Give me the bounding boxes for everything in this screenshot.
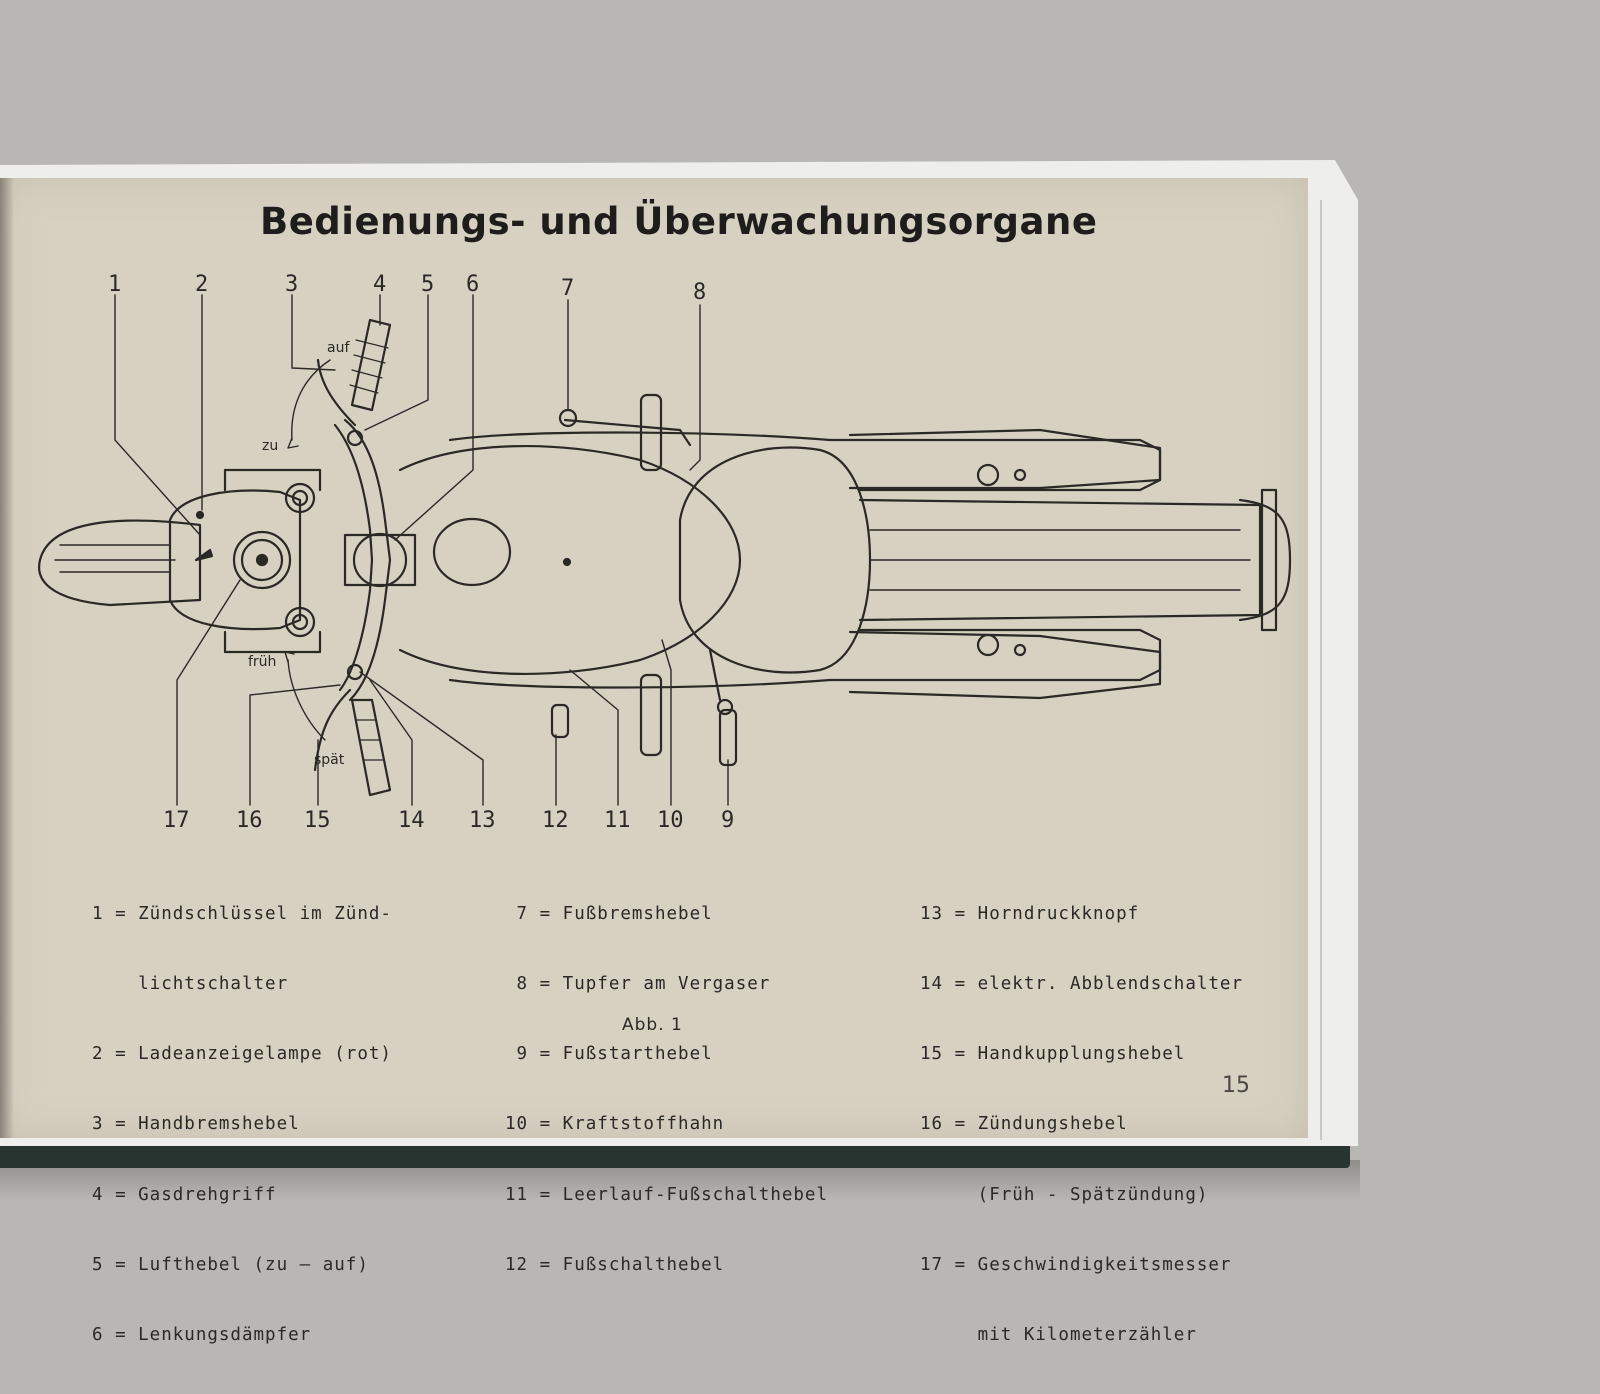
label-frueh: früh xyxy=(248,654,277,670)
headlamp-housing xyxy=(168,489,302,631)
legend-row: 4 = Gasdrehgriff xyxy=(92,1184,277,1205)
throttle-grip xyxy=(350,318,392,412)
callout-1: 1 xyxy=(108,272,122,297)
legend-row: lichtschalter xyxy=(92,974,289,995)
label-zu: zu xyxy=(262,438,279,454)
legend-row: 11 = Leerlauf-Fußschalthebel xyxy=(505,1184,829,1205)
legend-row: 9 = Fußstarthebel xyxy=(505,1044,713,1065)
front-fender xyxy=(38,519,202,607)
legend-row: 1 = Zündschlüssel im Zünd- xyxy=(92,903,392,924)
page-fold-line xyxy=(1320,200,1322,1140)
legend-row: 14 = elektr. Abblendschalter xyxy=(920,974,1244,995)
callout-17: 17 xyxy=(163,808,190,833)
legend-column-1: 1 = Zündschlüssel im Zünd- lichtschalter… xyxy=(92,856,392,1394)
exhaust-bottom xyxy=(848,630,1162,700)
legend-row: 17 = Geschwindigkeitsmesser xyxy=(920,1254,1232,1275)
callout-9: 9 xyxy=(721,808,735,833)
callout-7: 7 xyxy=(561,276,575,301)
rear-fender xyxy=(1238,498,1292,622)
speedometer xyxy=(232,530,292,590)
callout-3: 3 xyxy=(285,272,299,297)
callout-2: 2 xyxy=(195,272,209,297)
callout-13: 13 xyxy=(469,808,496,833)
motorcycle-diagram xyxy=(38,294,1292,806)
fuel-tank xyxy=(398,444,742,676)
legend-row: (Früh - Spätzündung) xyxy=(920,1184,1209,1205)
callout-8: 8 xyxy=(693,280,707,305)
callout-6: 6 xyxy=(466,272,480,297)
legend-row: 16 = Zündungshebel xyxy=(920,1114,1128,1135)
legend-row: 2 = Ladeanzeigelampe (rot) xyxy=(92,1044,392,1065)
callout-14: 14 xyxy=(398,808,425,833)
label-auf: auf xyxy=(327,340,350,356)
page-number: 15 xyxy=(1222,1073,1250,1098)
clutch-grip xyxy=(350,698,392,797)
legend-column-2: 7 = Fußbremshebel 8 = Tupfer am Vergaser… xyxy=(505,856,828,1324)
callout-4: 4 xyxy=(373,272,387,297)
photo-scene: Bedienungs- und Überwachungsorgane xyxy=(0,160,1360,1345)
callout-5: 5 xyxy=(421,272,435,297)
legend-row: mit Kilometerzähler xyxy=(920,1325,1197,1346)
label-spaet: spät xyxy=(314,752,345,768)
callout-10: 10 xyxy=(657,808,684,833)
callout-16: 16 xyxy=(236,808,263,833)
callout-11: 11 xyxy=(604,808,631,833)
legend-row: 3 = Handbremshebel xyxy=(92,1114,300,1135)
legend-row: 6 = Lenkungsdämpfer xyxy=(92,1325,312,1346)
handlebar xyxy=(343,418,392,702)
legend-row: 8 = Tupfer am Vergaser xyxy=(505,974,771,995)
legend-row: 13 = Horndruckknopf xyxy=(920,903,1140,924)
legend-row: 5 = Lufthebel (zu — auf) xyxy=(92,1254,369,1275)
legend-row: 7 = Fußbremshebel xyxy=(505,903,713,924)
legend-row: 15 = Handkupplungshebel xyxy=(920,1044,1186,1065)
manual-page xyxy=(0,178,1308,1138)
callout-12: 12 xyxy=(542,808,569,833)
callout-15: 15 xyxy=(304,808,331,833)
spine-shadow xyxy=(0,178,14,1138)
legend-row: 12 = Fußschalthebel xyxy=(505,1254,725,1275)
legend-row: 10 = Kraftstoffhahn xyxy=(505,1114,725,1135)
legend-column-3: 13 = Horndruckknopf 14 = elektr. Abblend… xyxy=(920,856,1243,1394)
figure-caption: Abb. 1 xyxy=(622,1015,683,1035)
exhaust-top xyxy=(848,428,1162,490)
seat xyxy=(678,446,872,674)
steering-damper xyxy=(352,532,408,588)
page-title: Bedienungs- und Überwachungsorgane xyxy=(260,200,1098,243)
